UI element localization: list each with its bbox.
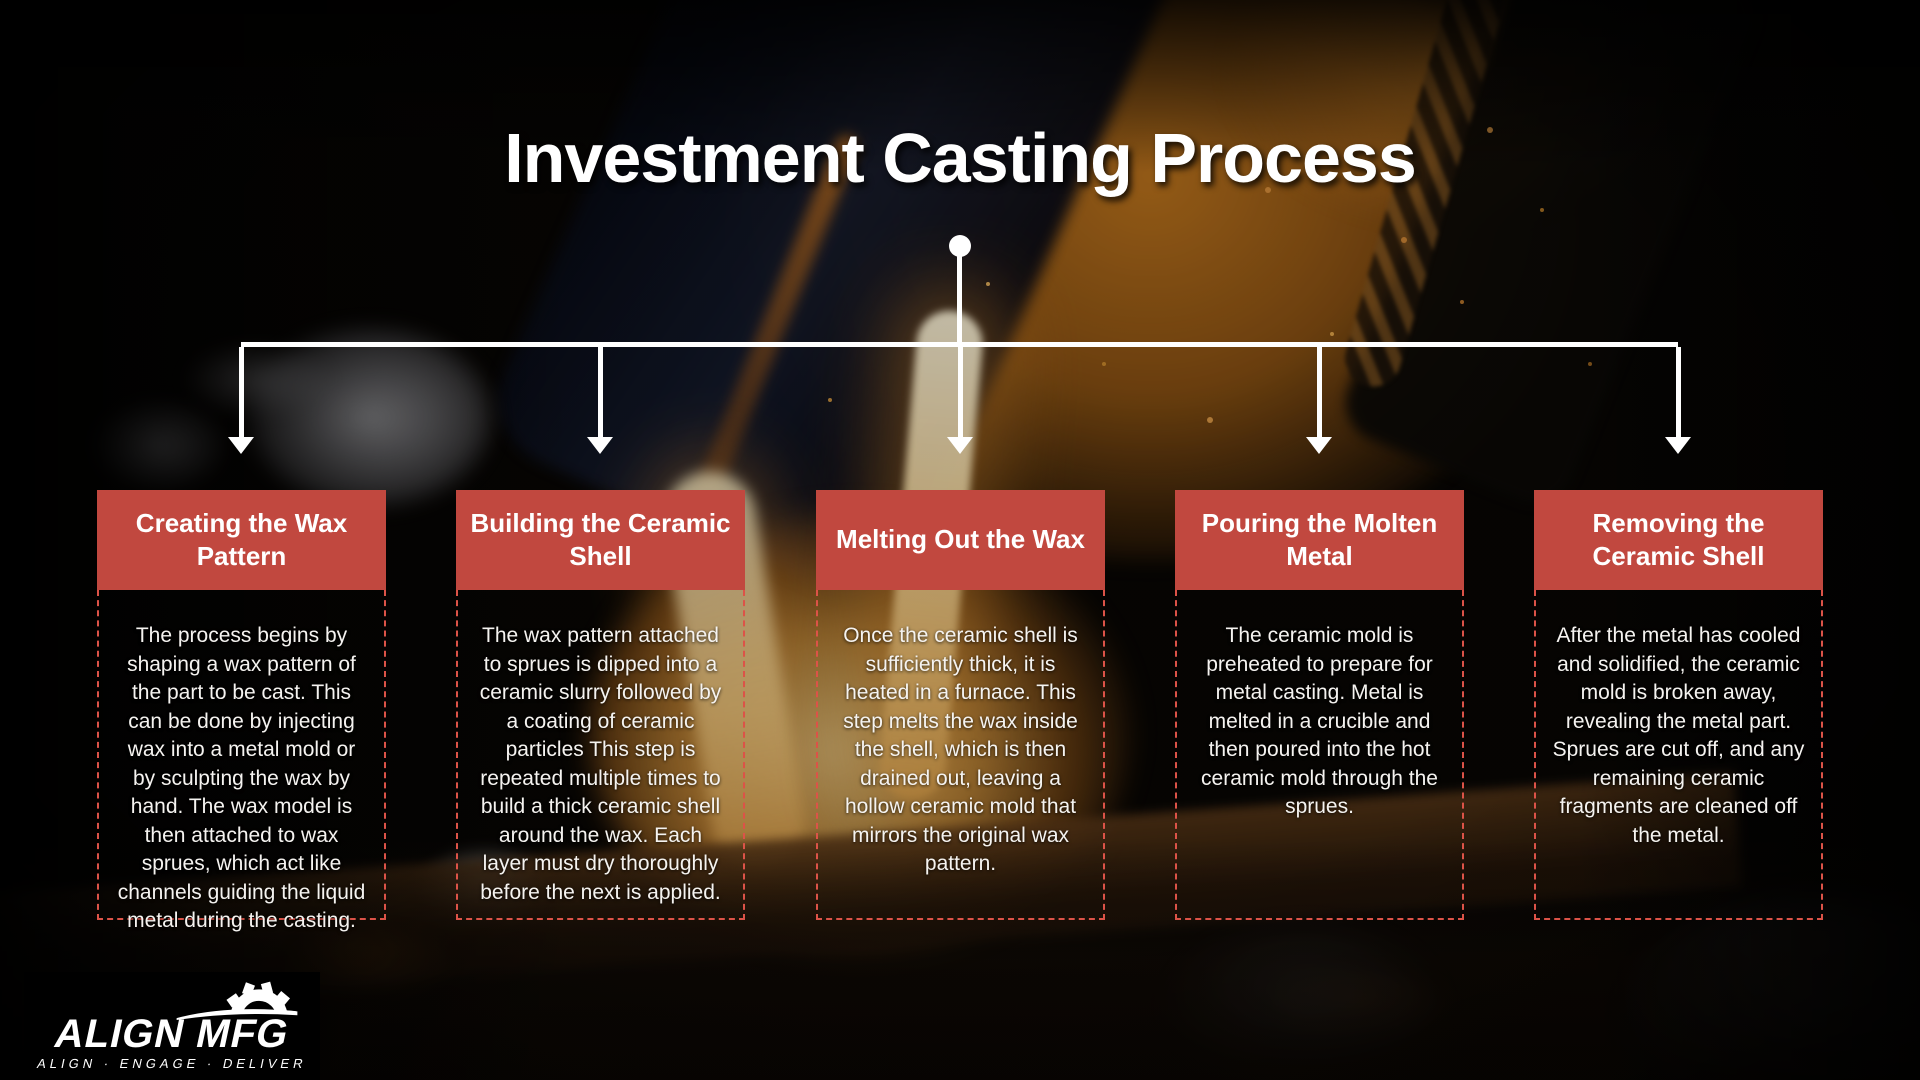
- step-description: The wax pattern attached to sprues is di…: [456, 590, 745, 920]
- step-card-creating-wax-pattern: Creating the Wax Pattern The process beg…: [97, 490, 386, 932]
- step-description: After the metal has cooled and solidifie…: [1534, 590, 1823, 920]
- step-description: Once the ceramic shell is sufficiently t…: [816, 590, 1105, 920]
- connector-arrow-shaft-1: [239, 347, 244, 437]
- connector-arrow-head-3: [947, 437, 973, 454]
- step-card-pouring-molten-metal: Pouring the Molten Metal The ceramic mol…: [1175, 490, 1464, 920]
- step-description: The process begins by shaping a wax patt…: [97, 590, 386, 932]
- page-title: Investment Casting Process: [504, 119, 1417, 197]
- connector-arrow-shaft-5: [1676, 347, 1681, 437]
- step-header: Building the Ceramic Shell: [456, 490, 745, 590]
- connector-arrow-head-5: [1665, 437, 1691, 454]
- connector-arrow-shaft-4: [1317, 347, 1322, 437]
- step-title-line: Metal: [1286, 541, 1353, 571]
- step-card-melting-out-wax: Melting Out the Wax Once the ceramic she…: [816, 490, 1105, 920]
- step-card-removing-ceramic-shell: Removing the Ceramic Shell After the met…: [1534, 490, 1823, 920]
- connector-arrow-head-2: [587, 437, 613, 454]
- step-header: Melting Out the Wax: [816, 490, 1105, 590]
- connector-arrow-head-4: [1306, 437, 1332, 454]
- company-logo: ALIGN MFG ALIGN · ENGAGE · DELIVER: [24, 972, 320, 1080]
- connector-horizontal-bar: [241, 342, 1678, 347]
- step-title-line: Removing the: [1592, 507, 1765, 538]
- connector-arrow-head-1: [228, 437, 254, 454]
- logo-tagline: ALIGN · ENGAGE · DELIVER: [35, 1056, 309, 1071]
- step-title-line: Building the Ceramic: [470, 507, 731, 538]
- connector-stem: [957, 246, 962, 347]
- step-title-line: Creating the Wax: [135, 507, 348, 538]
- gear-icon: [176, 981, 298, 1020]
- connector-arrow-shaft-2: [598, 347, 603, 437]
- step-card-building-ceramic-shell: Building the Ceramic Shell The wax patte…: [456, 490, 745, 920]
- logo-wordmark: ALIGN MFG: [50, 1012, 294, 1056]
- connector-arrow-shaft-3: [958, 347, 963, 437]
- step-title-line: Shell: [569, 541, 632, 571]
- step-title-line: Pattern: [196, 541, 287, 571]
- step-header: Pouring the Molten Metal: [1175, 490, 1464, 590]
- step-title-line: Ceramic Shell: [1592, 541, 1765, 571]
- step-header: Creating the Wax Pattern: [97, 490, 386, 590]
- step-title-line: Pouring the Molten: [1201, 507, 1438, 538]
- step-title-line: Melting Out the Wax: [836, 524, 1085, 555]
- step-header: Removing the Ceramic Shell: [1534, 490, 1823, 590]
- step-description: The ceramic mold is preheated to prepare…: [1175, 590, 1464, 920]
